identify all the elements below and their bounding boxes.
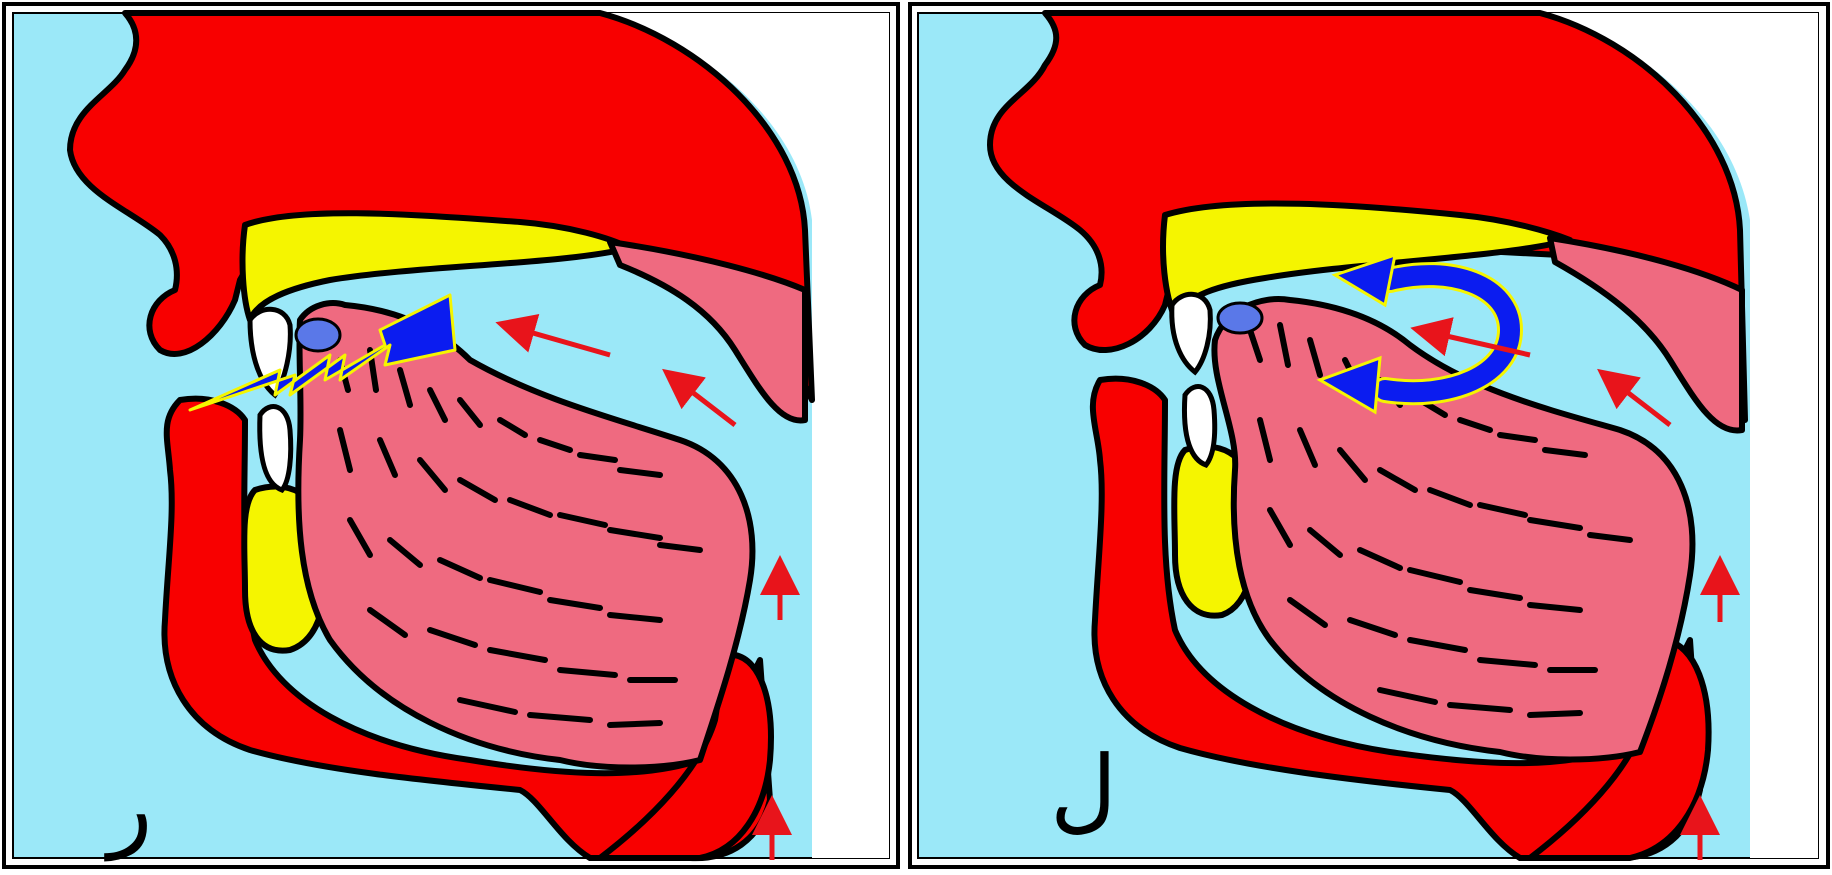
letter-label-ra: ر bbox=[108, 762, 152, 854]
panel-right bbox=[910, 4, 1828, 867]
contact-point bbox=[296, 319, 340, 351]
contact-point bbox=[1218, 303, 1262, 333]
letter-label-lam: ل bbox=[1050, 744, 1117, 836]
panel-left bbox=[4, 4, 898, 867]
